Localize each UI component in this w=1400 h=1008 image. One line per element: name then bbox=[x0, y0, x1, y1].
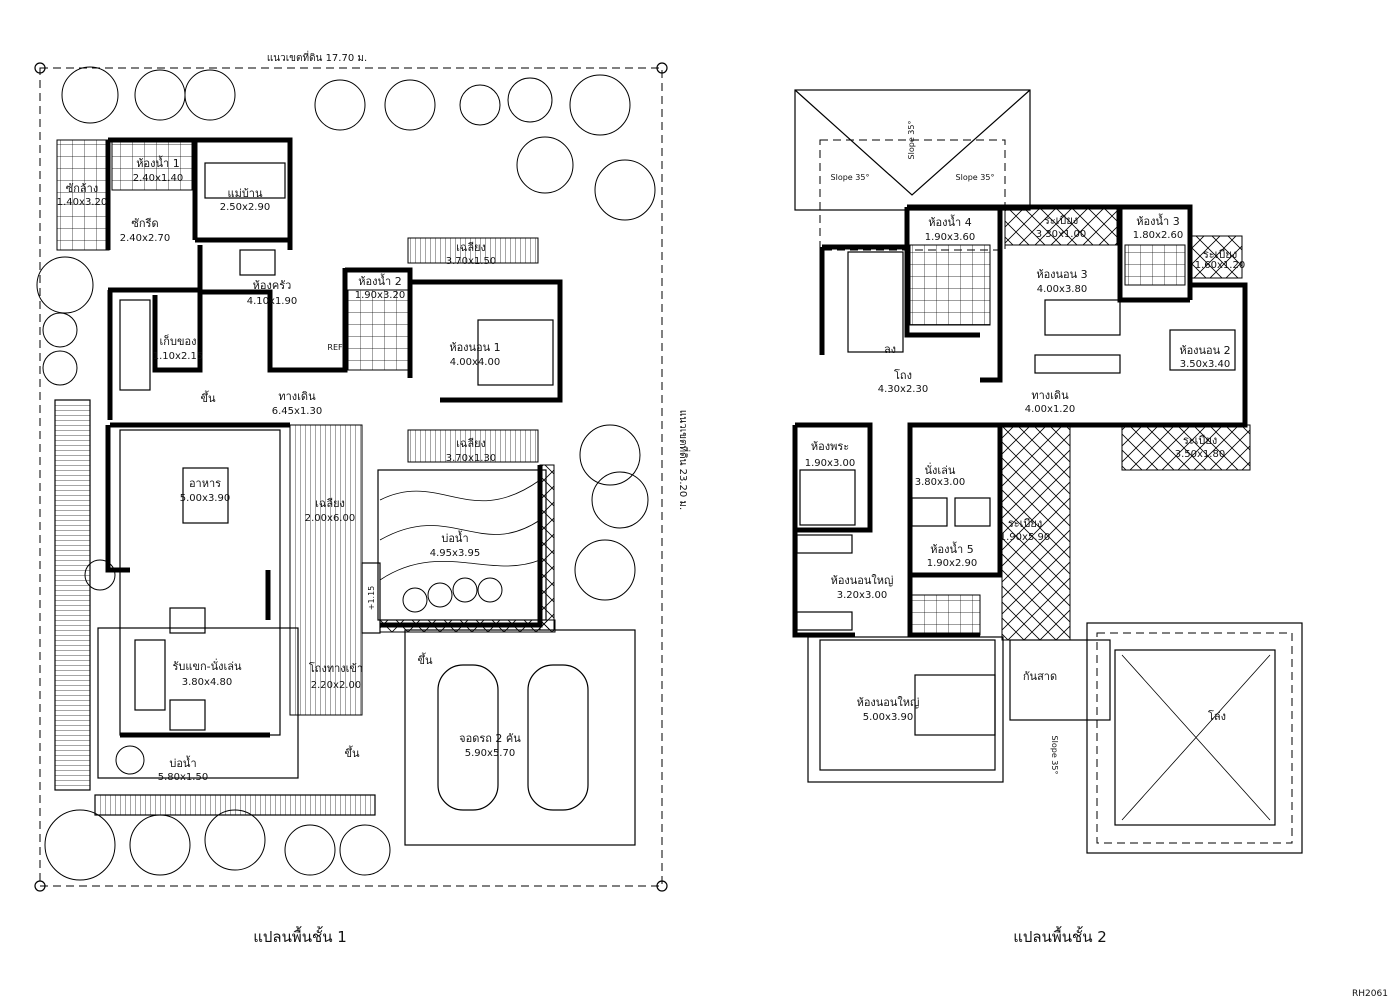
landscape-trees bbox=[36, 66, 656, 881]
room-size: 1.80x2.60 bbox=[1133, 230, 1183, 241]
room-size: 1.90x3.00 bbox=[805, 458, 855, 469]
room-size: 3.70x1.50 bbox=[446, 256, 496, 267]
room-size: 3.50x3.40 bbox=[1180, 359, 1230, 370]
car-icon bbox=[437, 664, 499, 811]
room-size: 2.00x6.00 bbox=[305, 513, 355, 524]
room-name: ห้องน้ำ 5 bbox=[930, 541, 973, 556]
room-name: ระเบียง bbox=[1203, 248, 1237, 261]
room-size: 4.10x1.90 bbox=[247, 296, 297, 307]
boundary-depth-label: แนวเขตที่ดิน 23.20 ม. bbox=[677, 410, 691, 510]
room-size: 4.00x3.80 bbox=[1037, 284, 1087, 295]
room-size: 2.50x2.90 bbox=[220, 202, 270, 213]
canopy-label: กันสาด bbox=[1023, 670, 1057, 683]
bed-icon bbox=[1169, 329, 1236, 371]
slope-label: Slope 35° bbox=[956, 173, 995, 182]
room-size: 2.40x2.70 bbox=[120, 233, 170, 244]
room-name: ห้องครัว bbox=[253, 279, 292, 292]
room-name: โถงทางเข้า bbox=[309, 661, 363, 675]
room-size: 1.90x2.90 bbox=[927, 558, 977, 569]
room-name: ห้องนอน 2 bbox=[1179, 344, 1230, 357]
room-name: จอดรถ 2 คัน bbox=[459, 732, 521, 745]
plan-2-title: แปลนพื้นชั้น 2 bbox=[1013, 926, 1107, 946]
plan-1-title: แปลนพื้นชั้น 1 bbox=[253, 926, 347, 946]
room-size: 5.80x1.50 bbox=[158, 772, 208, 783]
room-size: 1.60x1.20 bbox=[1195, 260, 1245, 271]
room-name: ห้องนอนใหญ่ bbox=[857, 696, 920, 709]
stair-down-label: ลง bbox=[884, 343, 896, 356]
bed-icon bbox=[204, 162, 286, 199]
room-name: โถง bbox=[894, 368, 912, 382]
room-name: ซักล้าง bbox=[66, 182, 98, 195]
room-size: 1.10x2.15 bbox=[153, 351, 203, 362]
room-size: 1.90x3.20 bbox=[355, 290, 405, 301]
room-size: 1.40x3.20 bbox=[57, 197, 107, 208]
slope-label: Slope 35° bbox=[831, 173, 870, 182]
plan-1: แนวเขตที่ดิน 17.70 ม. แนวเขตที่ดิน 23.20… bbox=[34, 50, 691, 946]
room-name: ห้องนอนใหญ่ bbox=[831, 574, 894, 587]
dining-table bbox=[182, 467, 229, 524]
room-size: 6.45x1.30 bbox=[272, 406, 322, 417]
room-size: 3.80x3.00 bbox=[915, 477, 965, 488]
room-size: 3.70x1.30 bbox=[446, 453, 496, 464]
room-size: 2.20x2.00 bbox=[311, 680, 361, 691]
room-size: 2.40x1.40 bbox=[133, 173, 183, 184]
room-name: นั่งเล่น bbox=[925, 462, 956, 477]
room-name: ระเบียง bbox=[1183, 434, 1217, 447]
room-size: 3.50x1.80 bbox=[1175, 449, 1225, 460]
boundary-width-label: แนวเขตที่ดิน 17.70 ม. bbox=[267, 50, 367, 64]
car-icon bbox=[527, 664, 589, 811]
room-size: 5.00x3.90 bbox=[180, 493, 230, 504]
room-name: ห้องน้ำ 3 bbox=[1136, 213, 1179, 228]
room-size: 3.20x3.00 bbox=[837, 590, 887, 601]
property-boundary bbox=[39, 67, 663, 887]
room-name: เฉลียง bbox=[456, 437, 486, 450]
bed-icon bbox=[477, 319, 554, 386]
altar-icon bbox=[799, 469, 856, 526]
room-size: 4.00x4.00 bbox=[450, 357, 500, 368]
room-name: ทางเดิน bbox=[278, 390, 316, 403]
bed-icon bbox=[914, 674, 996, 736]
room-name: ห้องพระ bbox=[811, 440, 849, 453]
slope-label: Slope 35° bbox=[907, 121, 916, 160]
open-space-label: โล่ง bbox=[1208, 709, 1226, 723]
room-size: 1.90x3.60 bbox=[925, 232, 975, 243]
room-size: 3.30x1.00 bbox=[1036, 229, 1086, 240]
stove-icon bbox=[239, 249, 276, 276]
room-name: ห้องนอน 1 bbox=[449, 341, 500, 354]
room-name: บ่อน้ำ bbox=[441, 530, 468, 545]
room-name: เฉลียง bbox=[456, 241, 486, 254]
slope-label: Slope 35° bbox=[1050, 736, 1059, 775]
room-size: 5.00x3.90 bbox=[863, 712, 913, 723]
stair-up-label: ขึ้น bbox=[417, 652, 433, 667]
room-name: ห้องน้ำ 1 bbox=[136, 155, 179, 170]
plan-2: Slope 35° Slope 35° Slope 35° Slope 35° … bbox=[792, 89, 1303, 946]
room-name: แม่บ้าน bbox=[227, 187, 263, 200]
refrigerator-label: REF bbox=[327, 343, 343, 352]
walls-plan-2 bbox=[792, 204, 1248, 638]
room-name: ห้องน้ำ 4 bbox=[928, 214, 971, 229]
room-size: 3.80x4.80 bbox=[182, 677, 232, 688]
stair-up-label: ขึ้น bbox=[344, 745, 360, 760]
stair-up-label: ขึ้น bbox=[200, 390, 216, 405]
room-name: ซักรีด bbox=[131, 217, 158, 230]
room-name: เฉลียง bbox=[315, 497, 345, 510]
room-size: 4.00x1.20 bbox=[1025, 404, 1075, 415]
room-size: 5.90x5.70 bbox=[465, 748, 515, 759]
bed-icon bbox=[1044, 299, 1121, 336]
room-name: บ่อน้ำ bbox=[169, 755, 196, 770]
room-size: 4.30x2.30 bbox=[878, 384, 928, 395]
room-name: ระเบียง bbox=[1008, 517, 1042, 530]
room-name: เก็บของ bbox=[160, 334, 197, 348]
room-size: 1.90x5.90 bbox=[1000, 532, 1050, 543]
room-name: รับแขก-นั่งเล่น bbox=[172, 658, 242, 673]
drawing-code: RH2061 bbox=[1352, 989, 1388, 999]
room-name: ห้องน้ำ 2 bbox=[358, 273, 401, 288]
room-name: ระเบียง bbox=[1044, 214, 1078, 227]
room-size: 4.95x3.95 bbox=[430, 548, 480, 559]
room-name: ห้องนอน 3 bbox=[1036, 268, 1087, 281]
level-label: +1.15 bbox=[367, 586, 376, 611]
room-name: อาหาร bbox=[189, 477, 221, 490]
room-name: ทางเดิน bbox=[1031, 389, 1069, 402]
